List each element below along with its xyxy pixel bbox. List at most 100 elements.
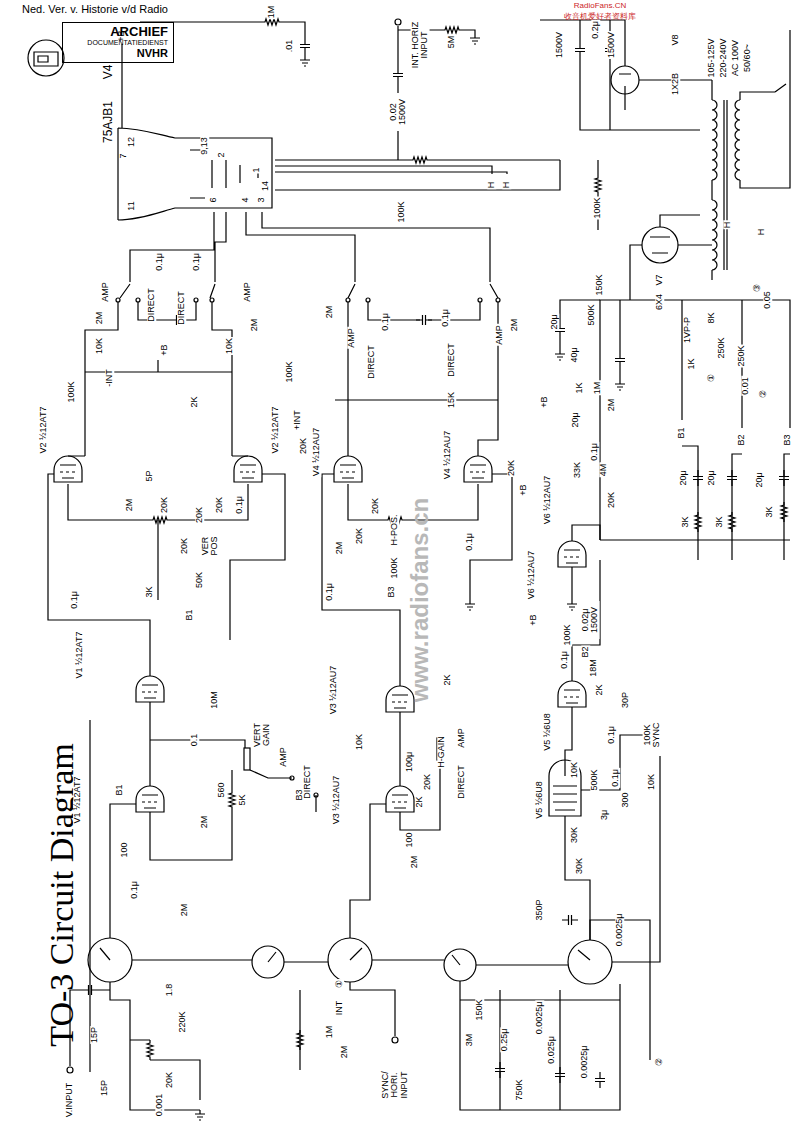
switch-contact (290, 776, 294, 780)
capacitor-symbol (575, 42, 585, 58)
capacitor-symbol (615, 352, 625, 368)
archive-logo (34, 52, 58, 66)
triode-symbol (334, 456, 362, 482)
capacitor-symbol (727, 470, 737, 486)
component-label: 100 (405, 831, 414, 848)
component-label: 15P (90, 1026, 99, 1044)
component-label: 750K (515, 1078, 524, 1101)
component-label: 75AJB1 (102, 100, 115, 144)
component-label: H (487, 181, 496, 190)
component-label: 560 (217, 781, 226, 798)
component-label: 9,13 (200, 136, 209, 156)
component-label: 20K (607, 491, 616, 509)
component-label: 220K (178, 1010, 187, 1033)
resistor-symbol (410, 157, 430, 163)
component-label: 3M (465, 1033, 474, 1048)
component-label: B2 (581, 645, 590, 658)
component-label: 1M (325, 1025, 334, 1040)
component-label: 20K (180, 537, 189, 555)
component-label: 2M (200, 815, 209, 830)
component-label: 3μ (600, 809, 609, 821)
archive-stamp: ARCHIEFDOCUMENTATIEDIENSTNVHR (62, 22, 174, 63)
component-label: 0.1μ (441, 308, 450, 328)
wire (70, 982, 200, 1110)
component-label: 2M (410, 855, 419, 870)
resistor-symbol (695, 512, 701, 532)
component-label: 20μ (755, 471, 764, 488)
component-label: 1500V (607, 31, 616, 59)
component-label: 18M (589, 658, 598, 678)
rotary-switch (568, 940, 612, 984)
resistor-symbol (595, 175, 601, 195)
component-label: H-POS. (390, 513, 399, 546)
component-label: 100K (563, 623, 572, 646)
component-label: 20K (165, 1071, 174, 1089)
component-label: 30P (621, 691, 630, 709)
component-label: 10M (210, 690, 219, 710)
capacitor-symbol (416, 315, 432, 325)
component-label: AC 100V (731, 39, 740, 77)
component-label: 20K (423, 773, 432, 791)
component-label: 50/60~ (743, 43, 752, 73)
component-label: 0.1μ (130, 880, 139, 900)
capacitor-symbol (393, 67, 403, 83)
resistor-symbol (229, 790, 235, 810)
component-label: 0.025μ (547, 1035, 556, 1065)
switch-contact (366, 298, 370, 302)
component-label: 100K (67, 380, 76, 403)
ground-symbol (195, 1110, 205, 1120)
component-label: V1 ½12AT7 (73, 776, 82, 825)
component-label: 0.02 1500V (389, 93, 408, 131)
potentiometer-symbol (244, 748, 250, 770)
component-label: 150K (595, 273, 604, 296)
component-label: 4 (241, 196, 250, 203)
component-label: 1K (575, 381, 584, 394)
component-label: 20μ (679, 469, 688, 486)
component-label: 2K (190, 395, 199, 408)
component-label: 3K (681, 515, 690, 528)
component-label: DIRECT (303, 764, 312, 800)
component-label: +B (529, 613, 538, 626)
component-label: 3 (257, 196, 266, 203)
component-label: +INT (293, 409, 302, 431)
capacitor-symbol (300, 38, 310, 54)
rectifier-tube (650, 215, 700, 253)
component-label: 105-125V (707, 37, 716, 78)
wire (110, 702, 245, 938)
component-label: 0.1μ (607, 725, 616, 745)
component-label: 6X4 (655, 293, 664, 311)
transformer-winding (712, 100, 717, 180)
component-label: 2M (607, 398, 616, 413)
resistor-symbol (147, 1040, 153, 1060)
component-label: 2M (250, 318, 259, 333)
component-label: 150K (475, 998, 484, 1021)
component-label: B1 (677, 426, 686, 439)
watermark: www.radiofans.cn (407, 497, 432, 703)
triode-symbol (386, 786, 414, 812)
wire (600, 245, 790, 560)
schematic-wiring (28, 19, 790, 1120)
archive-logo (28, 40, 64, 76)
component-label: 0.0025μ (615, 913, 624, 948)
heater-wire (275, 166, 507, 174)
component-label: 100K (593, 196, 602, 219)
input-terminal (395, 19, 401, 25)
component-label: 10K (95, 337, 104, 355)
component-label: 14 (261, 180, 270, 192)
component-label: 0.1μ (465, 532, 474, 552)
component-label: V3 ½12AU7 (329, 665, 338, 716)
component-label: 4M (599, 463, 608, 478)
component-label: H (502, 181, 511, 190)
resistor-symbol (781, 502, 787, 522)
wire (275, 20, 712, 230)
wire (460, 981, 620, 1110)
component-label: 2M (325, 305, 334, 320)
component-label: ① (335, 979, 344, 989)
component-label: 30K (570, 826, 579, 844)
transformer-winding (735, 100, 740, 180)
component-label: 0.01 (741, 376, 750, 396)
component-label: 30K (575, 857, 584, 875)
component-label: 0.1μ (590, 442, 599, 462)
wire (300, 982, 395, 1070)
switch-blade (100, 948, 590, 965)
